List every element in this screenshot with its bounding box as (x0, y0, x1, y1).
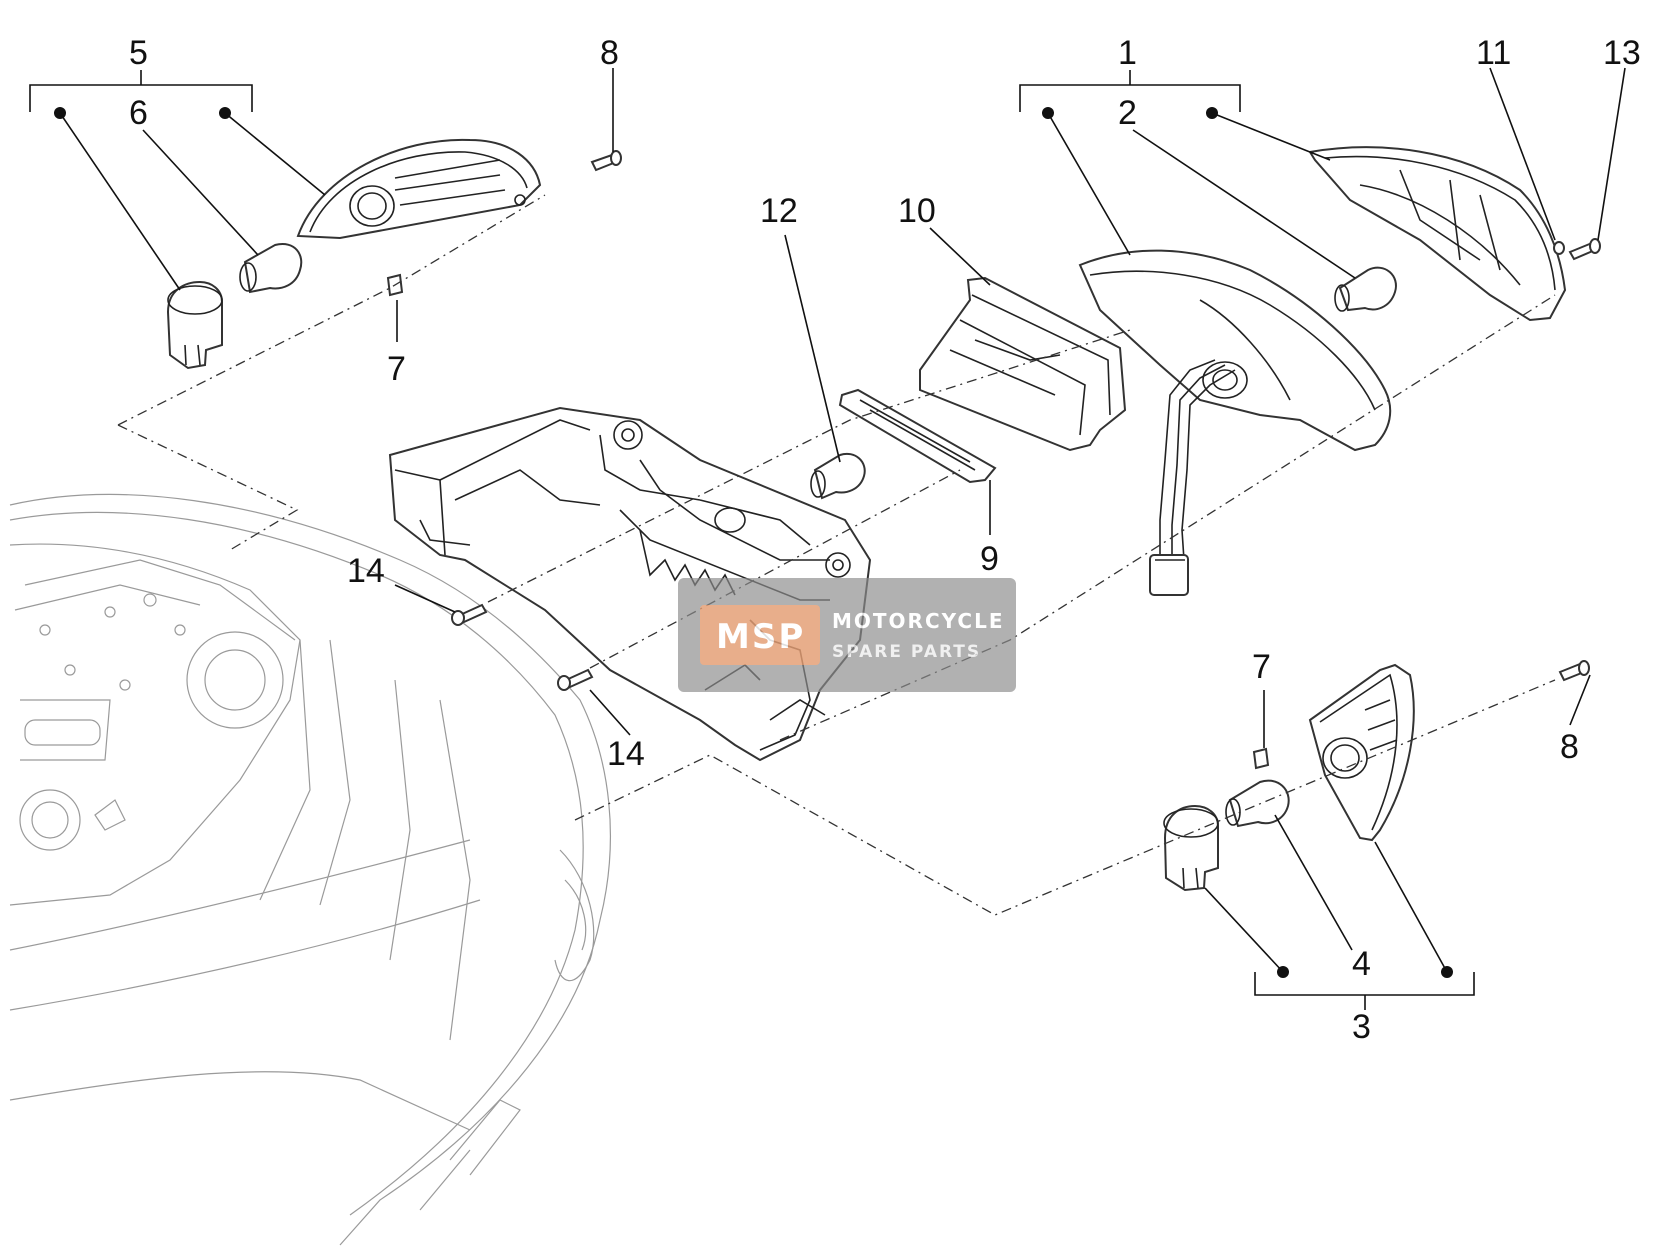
screw-14-upper (451, 603, 488, 626)
left-indicator-lens (296, 138, 542, 240)
right-screw-8 (1558, 660, 1590, 682)
gasket-11 (1553, 241, 1565, 255)
license-plate-frame (919, 276, 1127, 452)
callout-14-lower: 14 (607, 735, 645, 773)
callout-11: 11 (1476, 34, 1511, 72)
right-bulb-socket (1163, 804, 1219, 892)
callout-7-right: 7 (1252, 648, 1271, 686)
callout-8-top: 8 (600, 34, 619, 72)
license-plate-bulb (810, 452, 866, 500)
callout-8-right: 8 (1560, 728, 1579, 766)
left-indicator-bulb (239, 243, 303, 294)
callout-7-left: 7 (387, 350, 406, 388)
watermark-logo: MSP (716, 617, 805, 657)
callout-3: 3 (1352, 1008, 1371, 1046)
tail-light-housing (1078, 249, 1392, 596)
license-plate-lens (838, 388, 997, 484)
tail-light-bulb (1334, 266, 1397, 312)
callout-14-upper: 14 (347, 552, 385, 590)
leader-lines (29, 67, 1626, 1010)
watermark: MSP MOTORCYCLE SPARE PARTS (678, 578, 1016, 692)
callout-2: 2 (1118, 94, 1137, 132)
callout-9: 9 (980, 540, 999, 578)
callout-6: 6 (129, 94, 148, 132)
right-indicator-lens (1308, 663, 1415, 842)
screw-14-lower (557, 668, 594, 691)
scooter-rear-body (9, 493, 611, 1246)
right-clip-7 (1252, 747, 1270, 770)
callout-4: 4 (1352, 945, 1371, 983)
watermark-line1: MOTORCYCLE (832, 609, 1004, 633)
callout-5: 5 (129, 34, 148, 72)
callout-12: 12 (760, 192, 798, 230)
callout-13: 13 (1603, 34, 1641, 72)
tail-light-lens (1308, 146, 1567, 322)
callout-10: 10 (898, 192, 936, 230)
watermark-logo-bg (700, 605, 820, 665)
callout-numbers: 5 6 8 7 12 10 9 1 2 11 13 14 14 7 8 4 3 (129, 34, 1641, 1046)
left-screw-8 (590, 150, 622, 172)
left-bulb-socket (166, 280, 223, 370)
callout-1: 1 (1118, 34, 1137, 72)
screw-13 (1568, 238, 1601, 261)
watermark-line2: SPARE PARTS (832, 642, 981, 662)
right-indicator-bulb (1225, 779, 1290, 828)
